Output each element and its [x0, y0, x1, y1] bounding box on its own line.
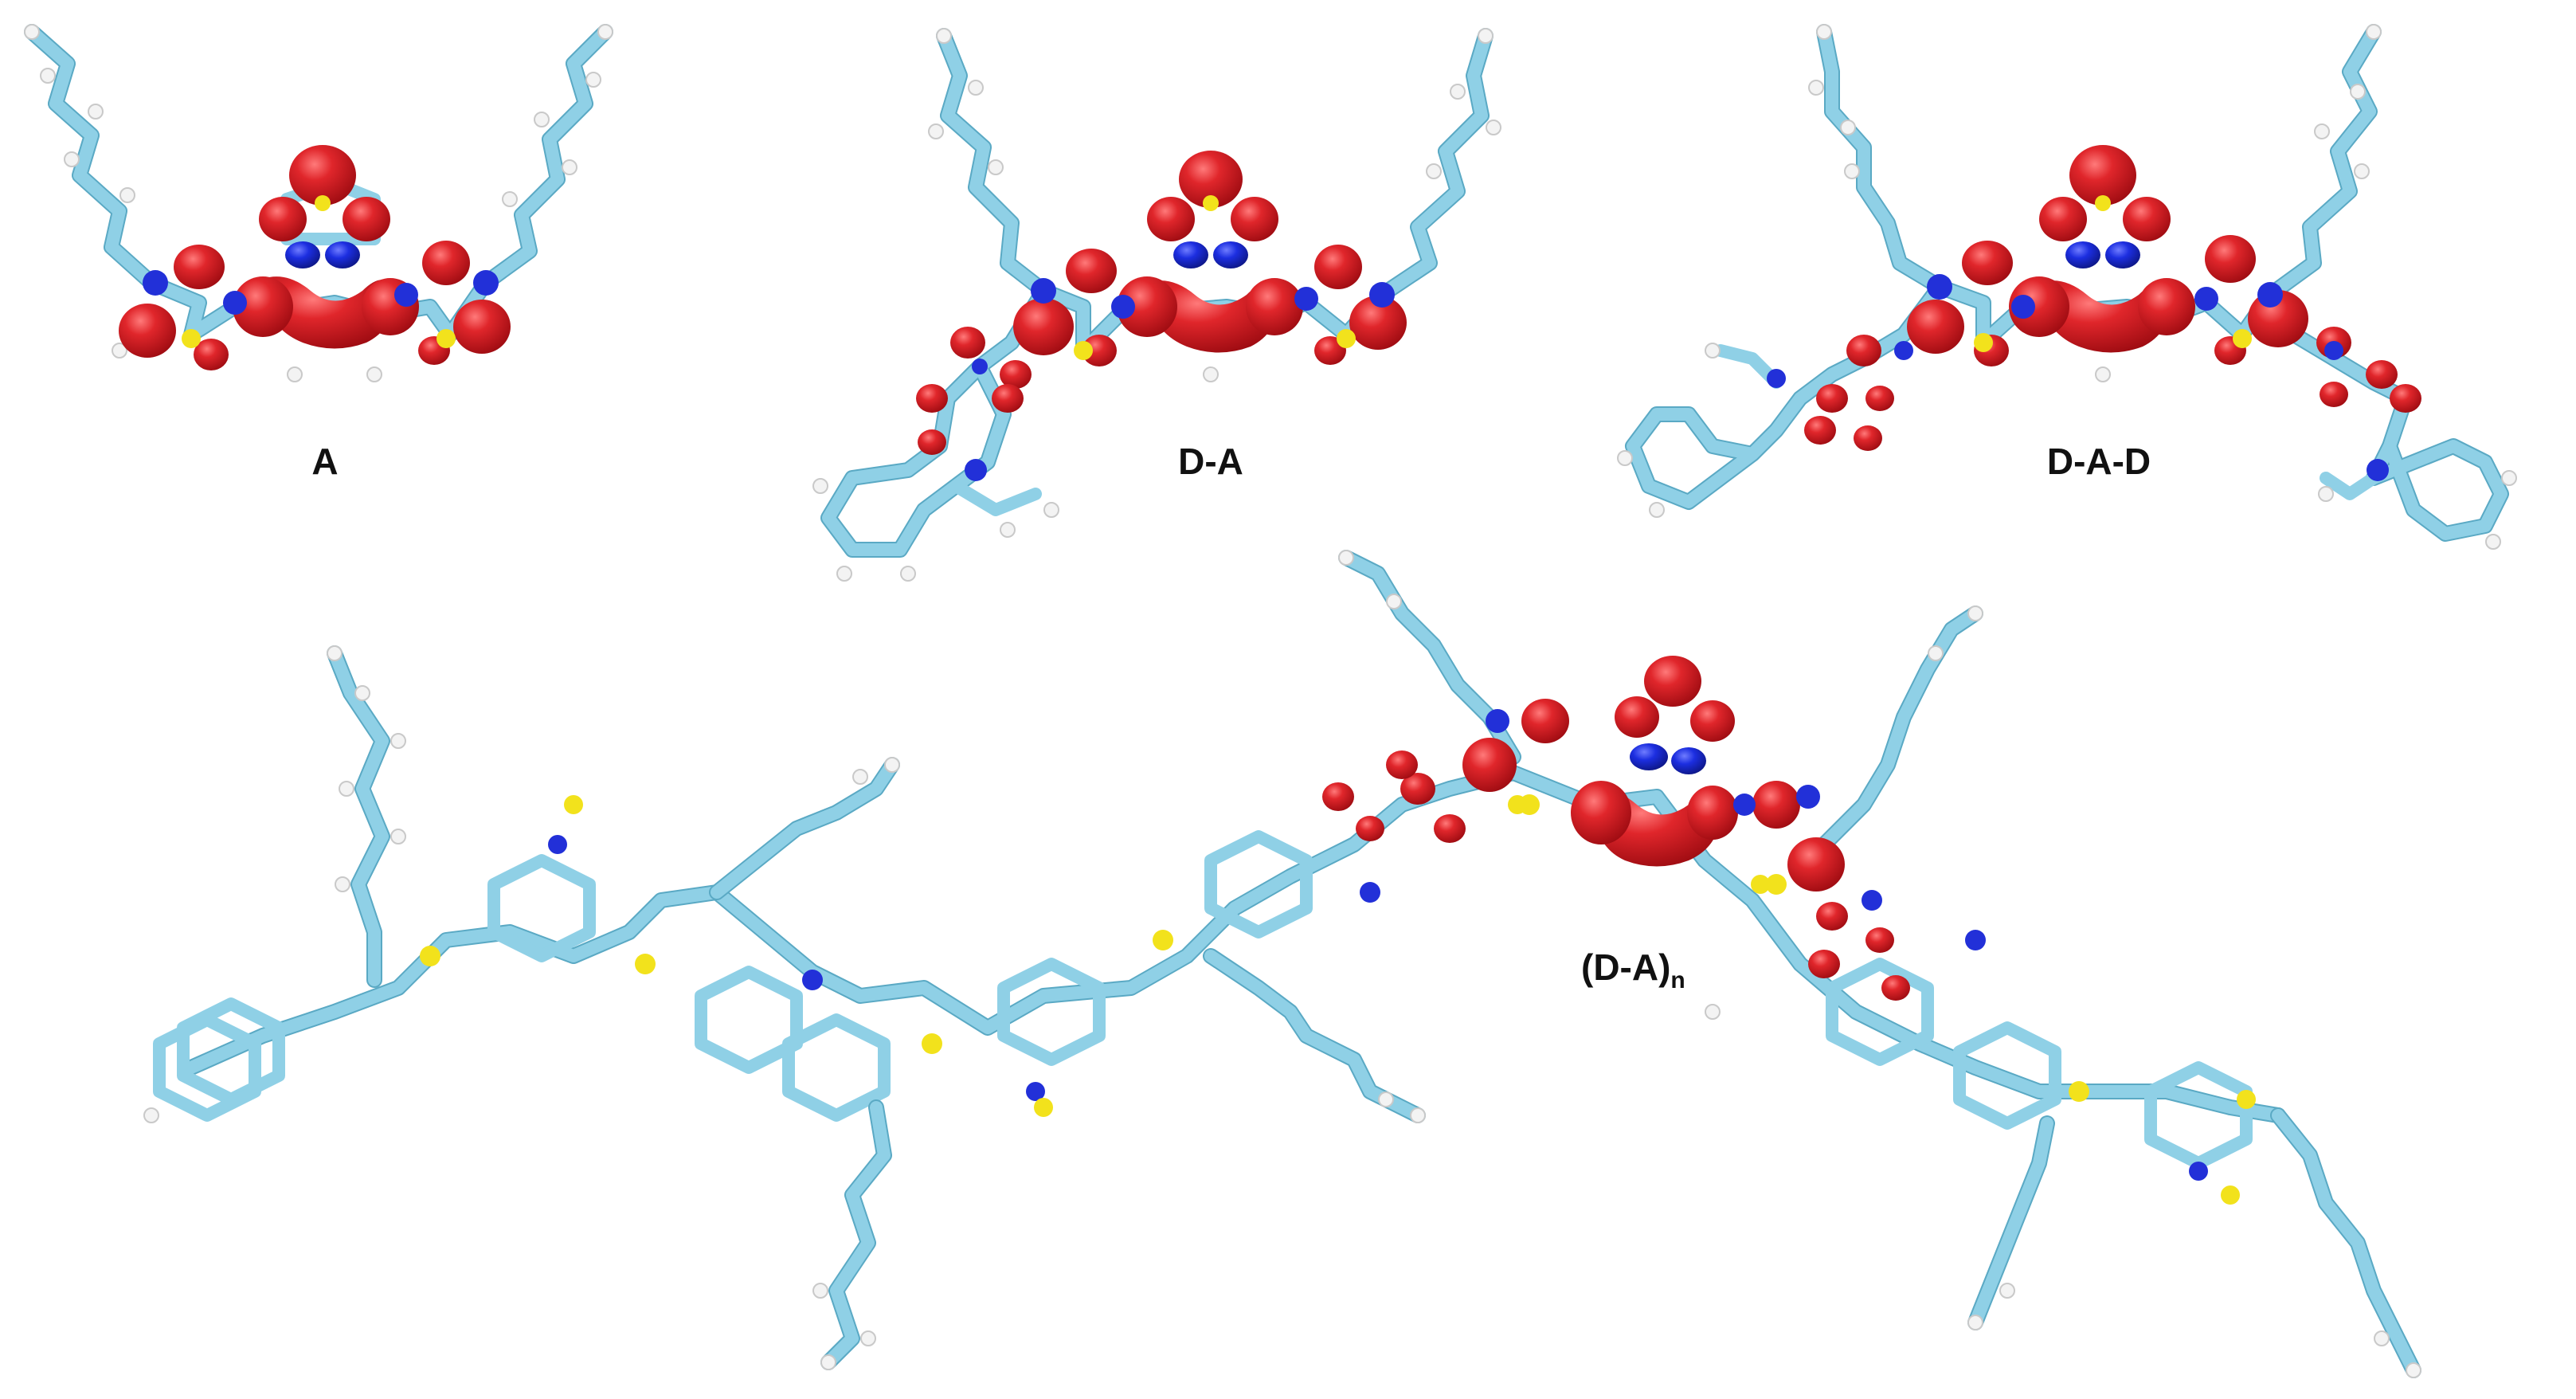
label-polymer: (D-A)n	[1581, 946, 1685, 993]
molecule-d-a-d: D-A-D	[1617, 24, 2517, 550]
molecule-a: A	[24, 24, 613, 482]
label-polymer-main: (D-A)	[1581, 946, 1670, 988]
orbital-lobes-polymer	[1322, 656, 1910, 1001]
molecule-polymer: (D-A)n	[143, 550, 2421, 1378]
orbital-lobes-d-a-d	[1767, 145, 2421, 481]
label-d-a: D-A	[1178, 441, 1243, 482]
label-a: A	[311, 441, 338, 482]
hydrogen-atoms-d-a-d	[1617, 24, 2517, 550]
hydrogen-atoms-polymer	[143, 550, 2421, 1378]
label-polymer-subscript: n	[1670, 967, 1685, 993]
molecule-d-a: D-A	[812, 28, 1501, 582]
orbital-lobes-d-a	[916, 151, 1407, 481]
label-d-a-d: D-A-D	[2047, 441, 2151, 482]
orbital-lobes-a	[119, 145, 511, 370]
hydrogen-atoms-d-a	[812, 28, 1501, 582]
hydrogen-atoms-a	[24, 24, 613, 382]
